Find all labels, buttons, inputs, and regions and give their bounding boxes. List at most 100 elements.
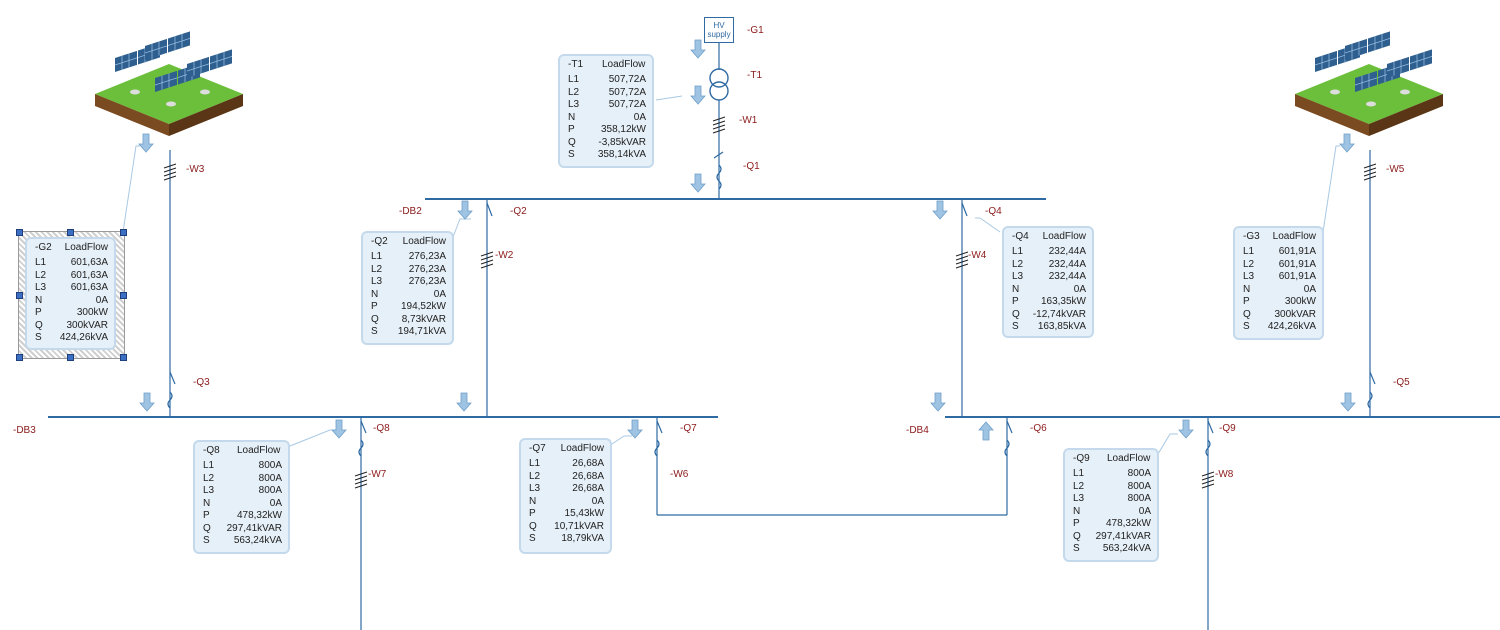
panel-row-value: 478,32kW xyxy=(236,510,282,521)
feeder-q4[interactable] xyxy=(955,199,969,417)
panel-row-quantity: Q xyxy=(1073,530,1081,542)
feeder-pv-right[interactable] xyxy=(1363,150,1377,417)
panel-row-value: 297,41kVAR xyxy=(1095,530,1151,542)
panel-row-quantity: L1 xyxy=(529,458,541,469)
panel-row-quantity: S xyxy=(35,332,42,343)
resize-handle[interactable] xyxy=(120,354,127,361)
panel-row-quantity: L1 xyxy=(203,460,215,471)
panel-row-quantity: L3 xyxy=(35,282,47,293)
resize-handle[interactable] xyxy=(67,354,74,361)
panel-row-value: -12,74kVAR xyxy=(1032,308,1086,320)
panel-row-value: 800A xyxy=(258,485,282,496)
solar-farm-icon[interactable] xyxy=(95,31,243,136)
panel-row-quantity: P xyxy=(568,124,575,135)
feeder-q9[interactable] xyxy=(1201,417,1215,630)
panel-element-id: -Q2 xyxy=(371,236,388,247)
panel-row-value: 26,68A xyxy=(572,470,604,482)
panel-title: LoadFlow xyxy=(1272,231,1316,242)
panel-element-id: -Q4 xyxy=(1012,231,1029,242)
resize-handle[interactable] xyxy=(16,229,23,236)
panel-row-quantity: N xyxy=(371,288,379,300)
panel-row-value: 0A xyxy=(433,288,446,300)
resize-handle[interactable] xyxy=(67,229,74,236)
hv-supply-source[interactable]: HV supply xyxy=(704,17,734,43)
label-q4: -Q4 xyxy=(985,206,1002,217)
panel-row-value: 0A xyxy=(1073,283,1086,295)
panel-row-quantity: Q xyxy=(371,313,379,325)
panel-row-quantity: S xyxy=(1012,321,1019,332)
panel-row-quantity: N xyxy=(35,294,43,306)
panel-row-value: 424,26kVA xyxy=(59,332,108,343)
panel-row-value: 0A xyxy=(269,497,282,509)
panel-row-quantity: L1 xyxy=(1073,468,1085,479)
transformer-icon xyxy=(709,68,729,88)
panel-row-value: 300kVAR xyxy=(66,319,108,331)
panel-title: LoadFlow xyxy=(237,445,281,456)
label-q3: -Q3 xyxy=(193,377,210,388)
label-w5: -W5 xyxy=(1386,164,1405,175)
panel-row-quantity: N xyxy=(203,497,211,509)
panel-row-quantity: L3 xyxy=(1073,493,1085,504)
panel-element-id: -G3 xyxy=(1243,231,1260,242)
panel-row: S 424,26kVA xyxy=(35,332,108,345)
panel-row-quantity: Q xyxy=(568,136,576,148)
panel-row-quantity: N xyxy=(1073,505,1081,517)
panel-row-value: 601,91A xyxy=(1278,246,1316,257)
panel-row-value: 300kW xyxy=(76,307,108,318)
tie-feeder-q7-q6[interactable] xyxy=(654,417,1013,516)
panel-row-quantity: P xyxy=(529,508,536,519)
feeder-q2[interactable] xyxy=(480,199,494,417)
panel-row-quantity: P xyxy=(203,510,210,521)
label-t1: -T1 xyxy=(747,70,762,81)
resize-handle[interactable] xyxy=(16,354,23,361)
label-w6: -W6 xyxy=(670,469,689,480)
transformer-feeder[interactable] xyxy=(709,43,729,199)
label-q7: -Q7 xyxy=(680,423,697,434)
panel-row-value: 163,85kVA xyxy=(1037,321,1086,332)
panel-row-value: 300kW xyxy=(1284,296,1316,307)
panel-row-value: 601,63A xyxy=(70,282,108,293)
panel-row-value: 0A xyxy=(633,111,646,123)
panel-row-quantity: Q xyxy=(1243,308,1251,320)
panel-row-quantity: L1 xyxy=(568,74,580,85)
panel-row-quantity: L2 xyxy=(371,263,383,275)
panel-row-quantity: L3 xyxy=(371,276,383,287)
feeder-q8[interactable] xyxy=(354,417,368,630)
panel-row-quantity: L2 xyxy=(529,470,541,482)
resize-handle[interactable] xyxy=(120,292,127,299)
solar-farm-icon[interactable] xyxy=(1295,31,1443,136)
panel-row-value: -3,85kVAR xyxy=(598,136,646,148)
resize-handle[interactable] xyxy=(120,229,127,236)
panel-row-quantity: L2 xyxy=(35,269,47,281)
panel-row-quantity: S xyxy=(1073,543,1080,554)
label-q8: -Q8 xyxy=(373,423,390,434)
panel-row-value: 358,14kVA xyxy=(597,149,646,160)
resize-handle[interactable] xyxy=(16,292,23,299)
feeder-pv-left[interactable] xyxy=(163,150,177,417)
leader-line xyxy=(1322,145,1340,233)
panel-row-value: 232,44A xyxy=(1048,271,1086,282)
panel-row-quantity: S xyxy=(203,535,210,546)
